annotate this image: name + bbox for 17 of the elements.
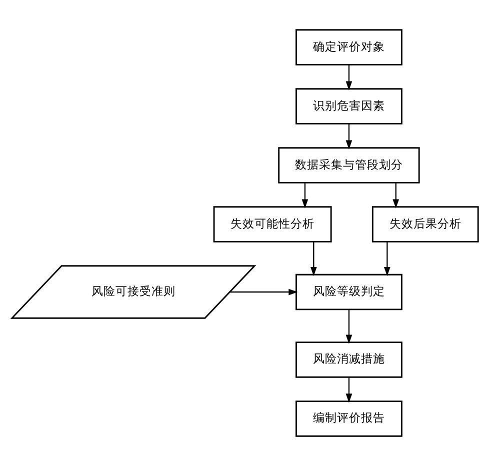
node-box: 风险等级判定 (296, 273, 402, 310)
node-box: 识别危害因素 (296, 88, 402, 124)
node-box: 风险消减措施 (296, 341, 402, 378)
node-box: 失效后果分析 (372, 206, 479, 242)
node-box: 数据采集与管段划分 (278, 146, 420, 183)
arrow (346, 64, 352, 90)
arrow (302, 182, 308, 208)
node-box: 编制评价报告 (296, 400, 402, 436)
node-box: 确定评价对象 (296, 28, 402, 65)
arrow (346, 123, 352, 149)
arrow (392, 182, 400, 208)
arrow (230, 288, 298, 295)
node-box: 失效可能性分析 (213, 206, 332, 242)
arrow (346, 376, 352, 402)
arrow (346, 308, 352, 344)
arrow (310, 241, 317, 276)
arrow (384, 241, 390, 276)
